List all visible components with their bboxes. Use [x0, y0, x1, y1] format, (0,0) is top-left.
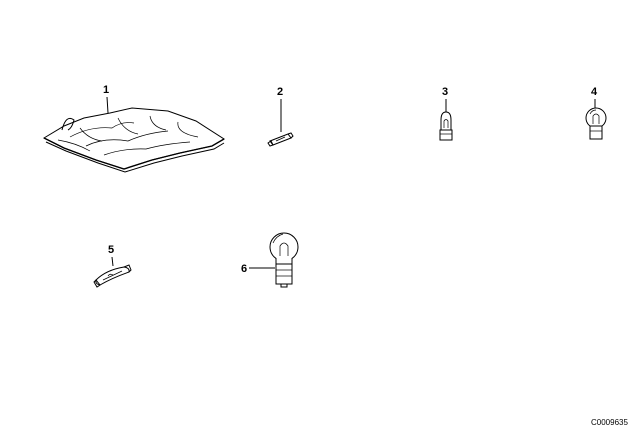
part-number-2: 2 — [277, 86, 283, 98]
part-number-5: 5 — [108, 244, 114, 256]
part-2[interactable]: 2 — [267, 86, 294, 147]
part-6[interactable]: 6 — [241, 232, 299, 288]
bulb-kit-bag-icon — [42, 107, 225, 173]
festoon-bulb-icon — [93, 264, 132, 288]
part-3[interactable]: 3 — [439, 86, 453, 141]
mini-bulb-icon — [439, 111, 453, 141]
wedge-bulb-icon — [267, 132, 294, 147]
diagram-code: C0009635 — [591, 418, 628, 427]
large-ball-bulb-icon — [269, 232, 299, 288]
part-number-3: 3 — [442, 86, 448, 98]
part-1[interactable]: 1 — [42, 84, 225, 173]
ball-bulb-icon — [585, 107, 607, 140]
leader-line-1 — [106, 96, 109, 114]
leader-line-5 — [111, 256, 114, 267]
part-number-1: 1 — [103, 84, 109, 96]
part-5[interactable]: 5 — [93, 244, 132, 288]
part-number-6: 6 — [241, 263, 247, 275]
part-number-4: 4 — [591, 86, 598, 98]
part-4[interactable]: 4 — [585, 86, 607, 140]
